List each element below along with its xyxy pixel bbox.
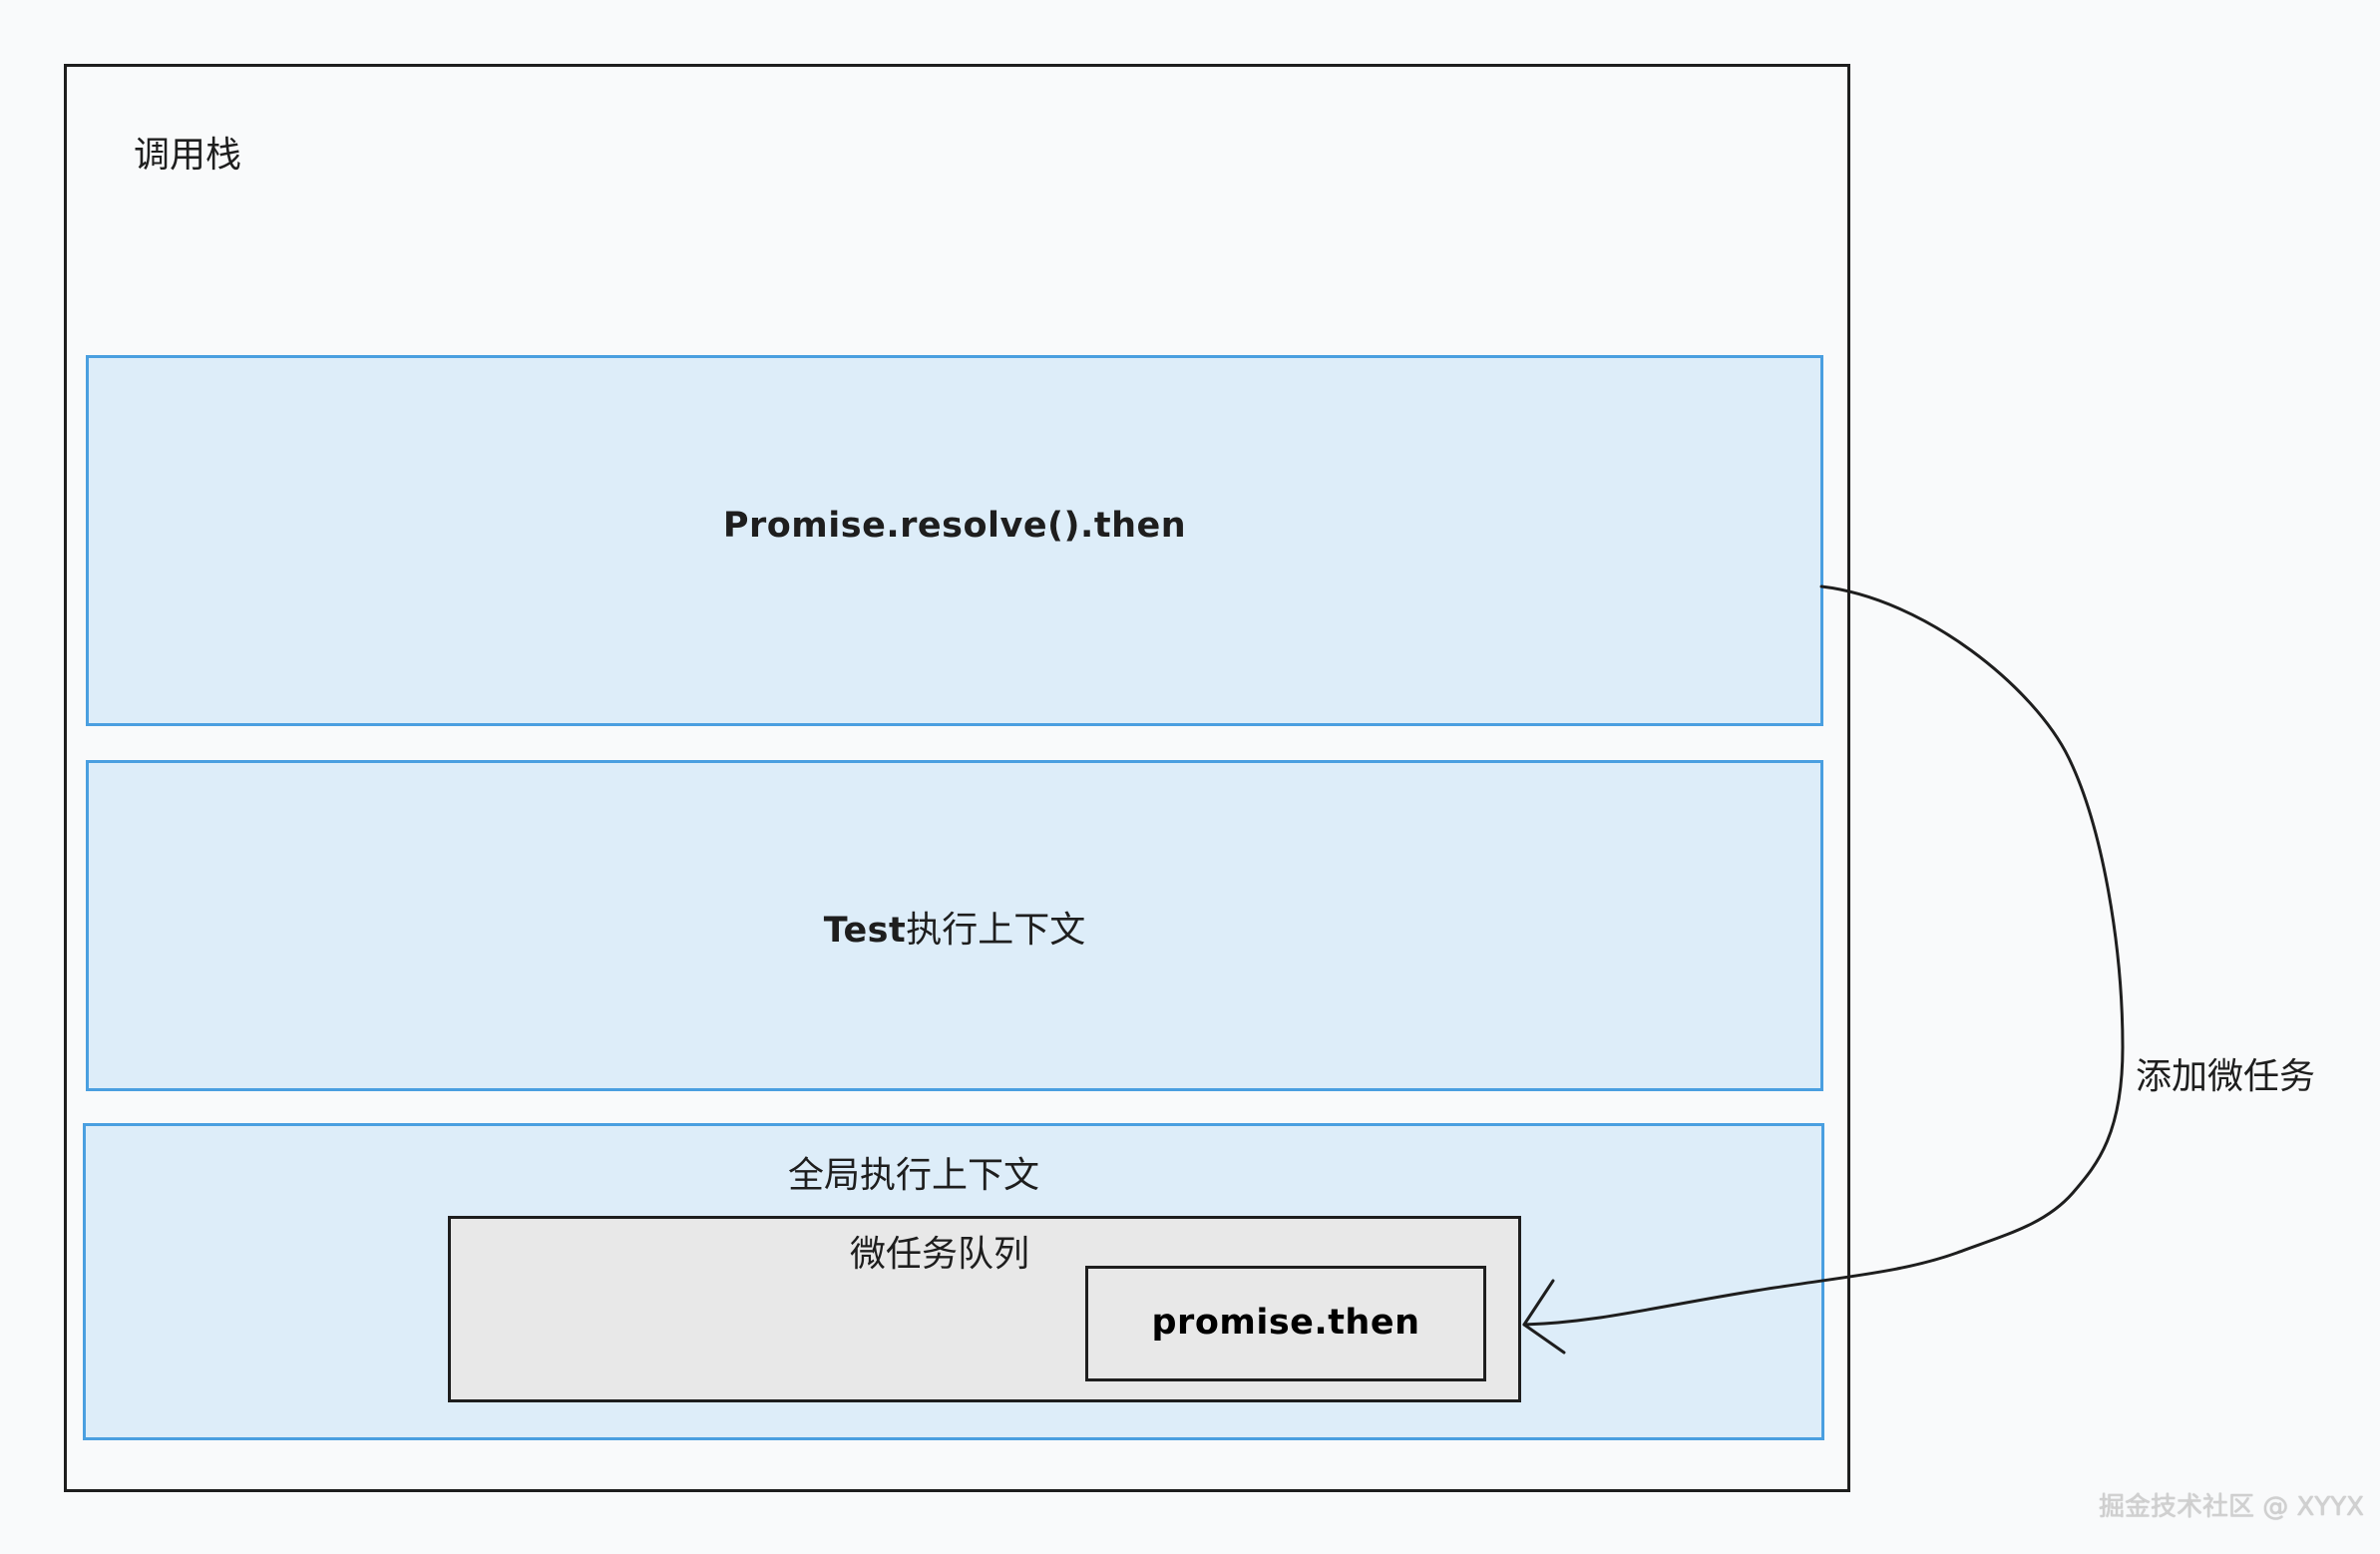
call-stack-title: 调用栈	[134, 135, 242, 176]
microtask-queue-title: 微任务队列	[849, 1234, 1029, 1275]
microtask-queue-item-label: promise.then	[1151, 1303, 1420, 1343]
add-microtask-arrow-line	[1522, 584, 2125, 1327]
promise-then-frame: Promise.resolve().then	[86, 355, 1823, 726]
add-microtask-label: 添加微任务	[2136, 1056, 2316, 1097]
microtask-queue-item: promise.then	[1085, 1266, 1486, 1381]
test-execution-context-frame: Test执行上下文	[86, 760, 1823, 1091]
watermark: 掘金技术社区 @ XYYX	[2099, 1492, 2364, 1522]
global-execution-context-label: 全局执行上下文	[787, 1155, 1039, 1196]
test-execution-context-label: Test执行上下文	[89, 901, 1820, 953]
add-microtask-arrowhead-icon	[1522, 1279, 1566, 1355]
promise-then-frame-label: Promise.resolve().then	[722, 506, 1187, 546]
test-code-name: Test	[823, 911, 907, 951]
test-context-suffix: 执行上下文	[906, 910, 1086, 951]
